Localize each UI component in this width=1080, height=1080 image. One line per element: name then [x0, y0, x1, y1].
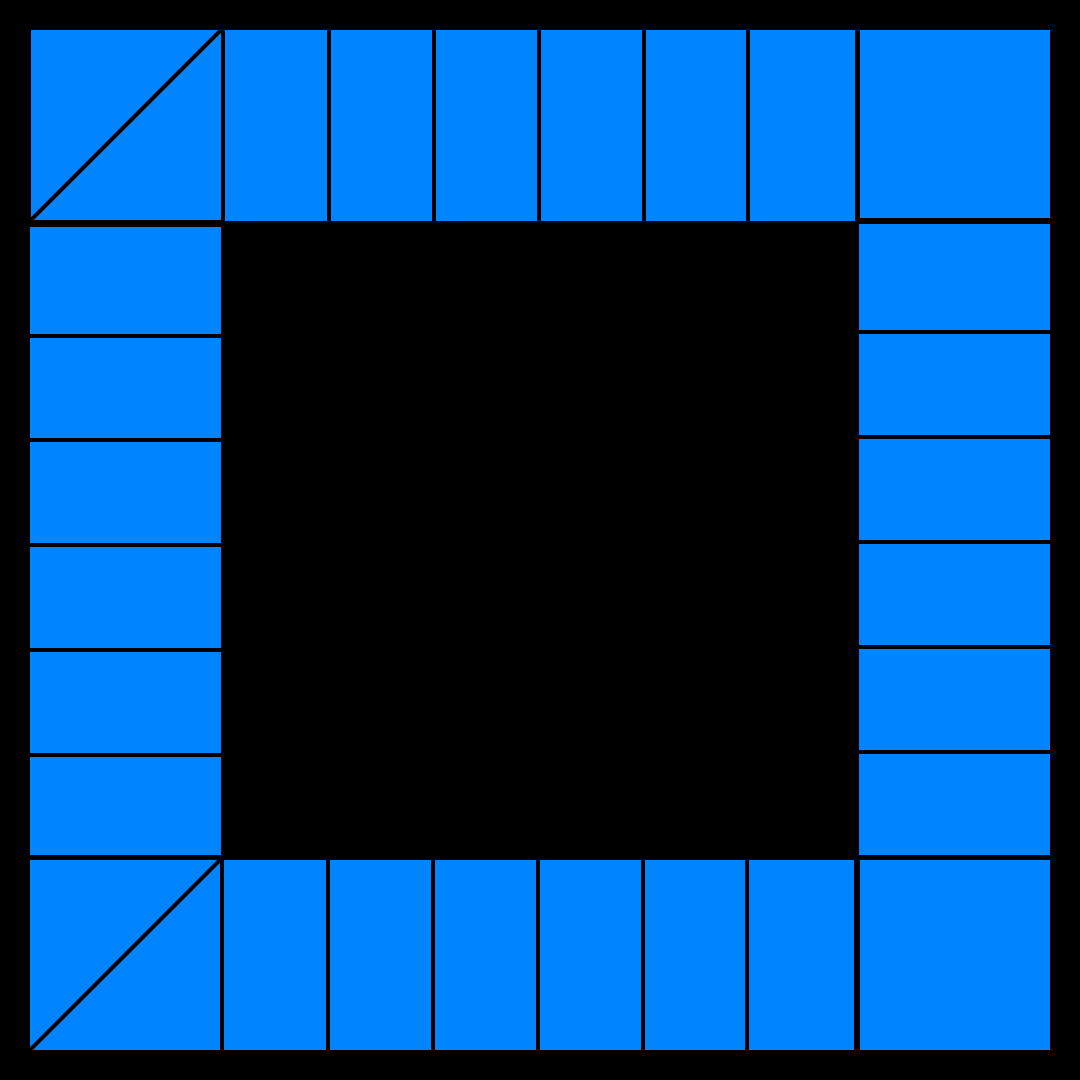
- left-column-space[interactable]: [30, 757, 221, 855]
- top-row-space[interactable]: [646, 30, 746, 221]
- corner-diagonal-bottom-left: [28, 858, 222, 1052]
- left-column-space[interactable]: [30, 442, 221, 543]
- left-column-space[interactable]: [30, 547, 221, 648]
- left-column-space[interactable]: [30, 227, 221, 334]
- bottom-row-space[interactable]: [645, 860, 745, 1050]
- corner-space-top-right[interactable]: [860, 30, 1050, 218]
- left-column-space[interactable]: [30, 338, 221, 438]
- corner-space-bottom-right[interactable]: [860, 860, 1050, 1050]
- right-column-space[interactable]: [859, 754, 1050, 855]
- top-row-space[interactable]: [225, 30, 327, 221]
- bottom-row-space[interactable]: [435, 860, 536, 1050]
- right-column-space[interactable]: [859, 544, 1050, 645]
- bottom-row-space[interactable]: [749, 860, 854, 1050]
- bottom-row-space[interactable]: [540, 860, 641, 1050]
- right-column-space[interactable]: [859, 224, 1050, 330]
- corner-diagonal-top-left: [29, 28, 223, 222]
- bottom-row-space[interactable]: [330, 860, 431, 1050]
- right-column-space[interactable]: [859, 439, 1050, 540]
- right-column-space[interactable]: [859, 334, 1050, 435]
- left-column-space[interactable]: [30, 652, 221, 753]
- top-row-space[interactable]: [331, 30, 432, 221]
- bottom-row-space[interactable]: [224, 860, 326, 1050]
- board-tiles: [28, 28, 1050, 1052]
- top-row-space[interactable]: [750, 30, 855, 221]
- right-column-space[interactable]: [859, 649, 1050, 750]
- board-center: [223, 222, 857, 858]
- top-row-space[interactable]: [541, 30, 642, 221]
- top-row-space[interactable]: [436, 30, 537, 221]
